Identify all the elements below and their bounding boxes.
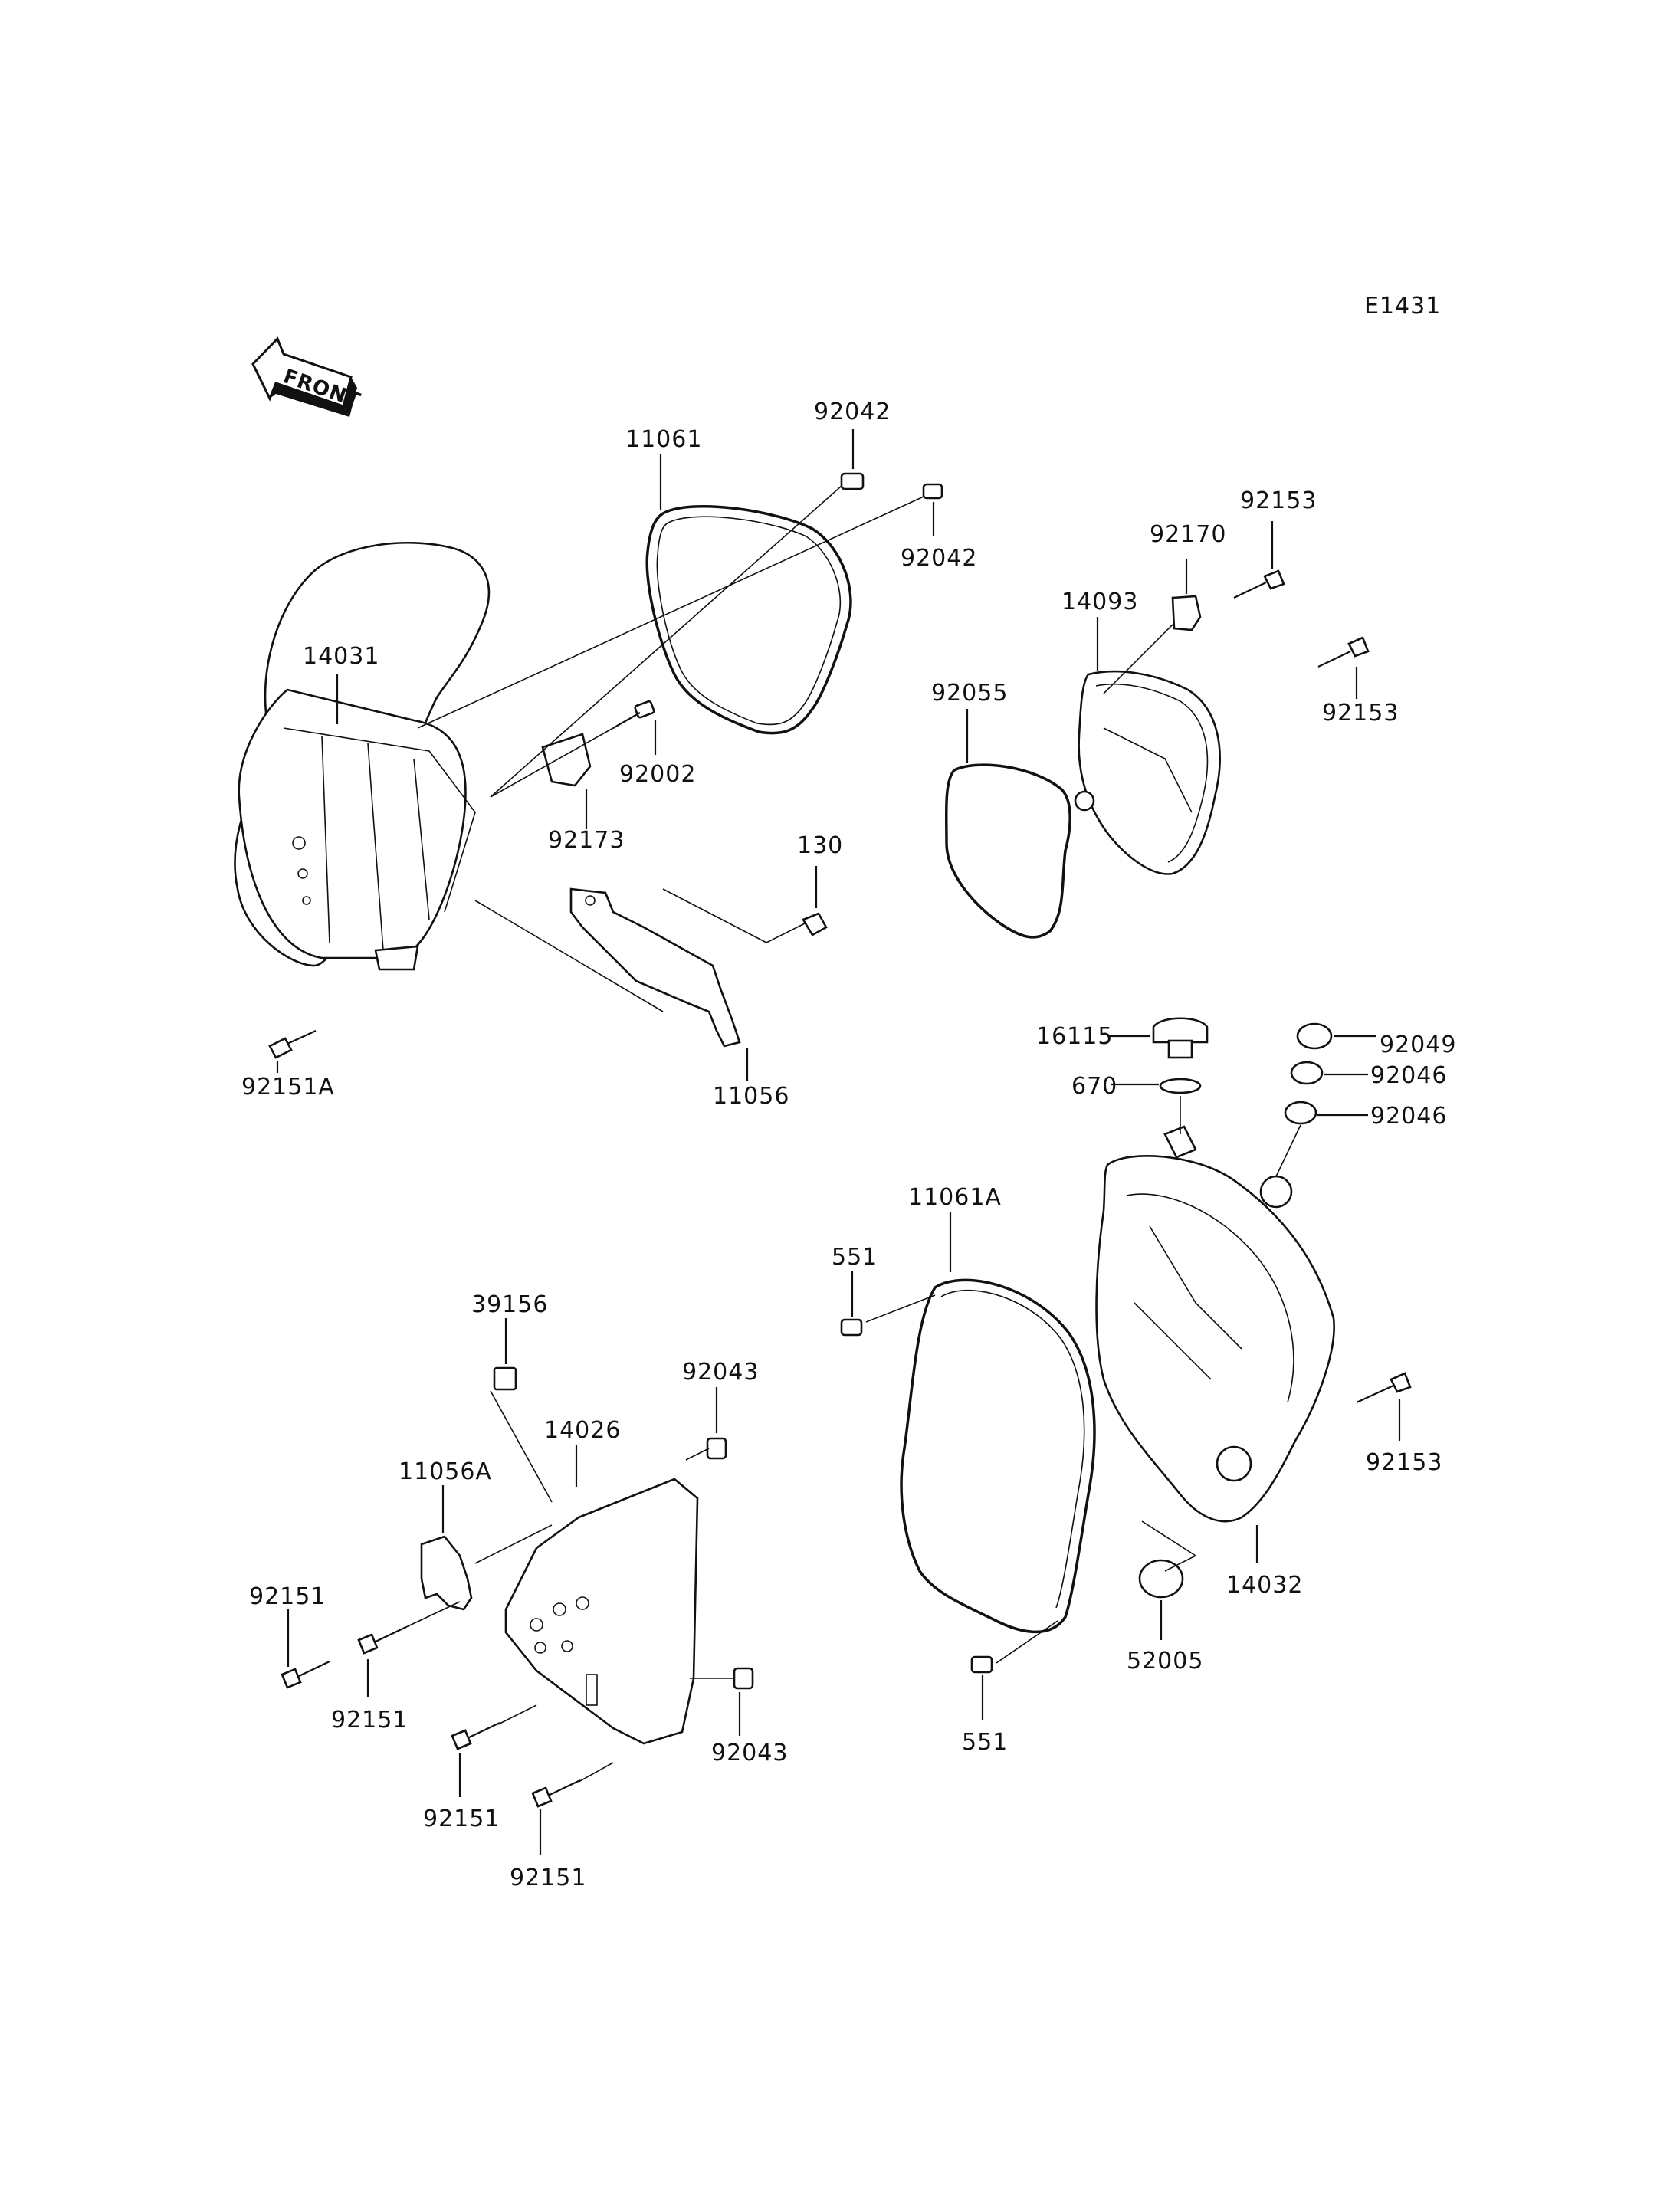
o-ring-670 bbox=[1159, 1078, 1202, 1094]
bolt-92151-a bbox=[281, 1661, 330, 1689]
clamp-92173 bbox=[541, 733, 592, 787]
gasket-11061 bbox=[645, 504, 852, 735]
callout-92042-a: 92042 bbox=[814, 399, 891, 425]
bolt-92002 bbox=[612, 700, 655, 729]
callout-92049: 92049 bbox=[1380, 1032, 1456, 1058]
bolt-92151-c bbox=[451, 1722, 500, 1750]
bolt-92153-a bbox=[1233, 569, 1285, 599]
callout-14026: 14026 bbox=[544, 1417, 621, 1444]
dowel-92043-b bbox=[733, 1667, 754, 1690]
bearing-92046-b bbox=[1284, 1100, 1317, 1125]
callout-551-a: 551 bbox=[832, 1244, 878, 1271]
callout-92151-d: 92151 bbox=[510, 1865, 586, 1891]
callout-52005: 52005 bbox=[1127, 1648, 1203, 1675]
callout-11061A: 11061A bbox=[908, 1184, 1002, 1211]
callout-92173: 92173 bbox=[548, 827, 625, 854]
cover-14026 bbox=[504, 1478, 699, 1745]
bolt-92153-b bbox=[1317, 636, 1370, 668]
part-39156 bbox=[493, 1366, 517, 1391]
callout-16115: 16115 bbox=[1036, 1023, 1113, 1050]
bolt-92151-b bbox=[357, 1626, 407, 1655]
dowel-92042-b bbox=[922, 483, 943, 500]
callout-92151-a: 92151 bbox=[249, 1583, 326, 1610]
front-arrow-icon: FRONT bbox=[251, 336, 363, 417]
callout-92042-b: 92042 bbox=[901, 545, 977, 572]
dowel-92042-a bbox=[840, 472, 865, 490]
callout-14032: 14032 bbox=[1226, 1572, 1303, 1599]
clamp-92170 bbox=[1171, 595, 1202, 631]
bolt-92153-c bbox=[1356, 1372, 1412, 1403]
dowel-92043-a bbox=[706, 1437, 727, 1460]
bearing-92046-a bbox=[1290, 1061, 1324, 1085]
plug-52005 bbox=[1138, 1559, 1184, 1599]
callout-670: 670 bbox=[1071, 1073, 1117, 1100]
bolt-92151A bbox=[268, 1030, 317, 1059]
oil-cap-16115 bbox=[1152, 1017, 1209, 1059]
bolt-130 bbox=[802, 912, 828, 936]
callout-92055: 92055 bbox=[931, 680, 1008, 707]
callout-92043-b: 92043 bbox=[711, 1740, 788, 1766]
callout-130: 130 bbox=[797, 832, 843, 859]
bracket-11056A bbox=[420, 1535, 473, 1611]
callout-11056A: 11056A bbox=[399, 1458, 492, 1485]
callout-92153-a: 92153 bbox=[1240, 487, 1317, 514]
callout-92151-c: 92151 bbox=[423, 1806, 500, 1832]
callout-92043-a: 92043 bbox=[682, 1359, 759, 1386]
callout-92153-c: 92153 bbox=[1366, 1449, 1442, 1476]
diagram-code: E1431 bbox=[1364, 293, 1441, 320]
generator-cover-14031 bbox=[234, 541, 491, 971]
callout-92170: 92170 bbox=[1150, 521, 1226, 548]
gasket-11061A bbox=[900, 1278, 1096, 1634]
callout-14031: 14031 bbox=[303, 643, 379, 670]
callout-14093: 14093 bbox=[1061, 589, 1138, 615]
pulser-cover-14093 bbox=[1074, 670, 1221, 875]
callout-39156: 39156 bbox=[471, 1291, 548, 1318]
callout-labels: 92042 11061 92042 92153 92170 14093 9215… bbox=[241, 399, 1456, 1891]
leader-lines bbox=[276, 429, 1401, 1855]
bolt-92151-d bbox=[531, 1779, 581, 1808]
bracket-11056 bbox=[569, 887, 741, 1048]
callout-92151-b: 92151 bbox=[331, 1707, 408, 1734]
callout-92002: 92002 bbox=[619, 761, 696, 788]
callout-92046-b: 92046 bbox=[1370, 1103, 1447, 1130]
seal-92049 bbox=[1296, 1022, 1333, 1050]
callout-92046-a: 92046 bbox=[1370, 1062, 1447, 1089]
callout-11061: 11061 bbox=[625, 426, 702, 453]
callout-551-b: 551 bbox=[962, 1729, 1008, 1756]
dowel-551-b bbox=[970, 1655, 993, 1674]
gasket-92055 bbox=[944, 763, 1071, 939]
clutch-cover-14032 bbox=[1095, 1125, 1335, 1523]
callout-92151A: 92151A bbox=[241, 1074, 335, 1100]
callout-92153-b: 92153 bbox=[1322, 700, 1399, 727]
callout-11056: 11056 bbox=[713, 1083, 789, 1110]
dowel-551-a bbox=[840, 1318, 863, 1337]
